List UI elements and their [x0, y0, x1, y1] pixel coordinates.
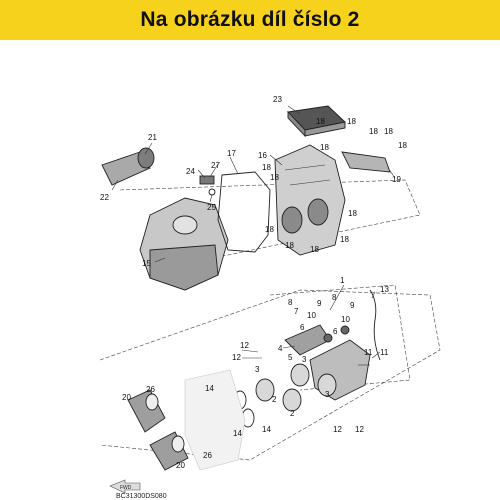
callout-8-b: 8 — [332, 293, 337, 302]
callout-24: 24 — [186, 167, 195, 176]
intake-duct — [101, 147, 155, 186]
callout-25: 25 — [207, 203, 216, 212]
callout-18-b: 18 — [347, 117, 356, 126]
callout-14-a: 14 — [205, 384, 214, 393]
callout-9-b: 9 — [350, 301, 355, 310]
callout-18-l: 18 — [285, 241, 294, 250]
airbox-cover-right — [274, 144, 346, 256]
callout-3-b: 3 — [302, 355, 307, 364]
callout-18-c: 18 — [369, 127, 378, 136]
callout-12-d: 12 — [355, 425, 364, 434]
callout-14-c: 14 — [233, 429, 242, 438]
callout-1: 1 — [340, 276, 345, 285]
callout-18-a: 18 — [316, 117, 325, 126]
callout-18-g: 18 — [262, 163, 271, 172]
callout-15: 15 — [142, 259, 151, 268]
callout-18-h: 18 — [270, 173, 279, 182]
callout-2-a: 2 — [272, 395, 277, 404]
airbox-gasket — [217, 171, 271, 253]
callout-9-a: 9 — [317, 299, 322, 308]
callout-13: 13 — [380, 285, 389, 294]
callout-18-e: 18 — [398, 141, 407, 150]
callout-18-d: 18 — [384, 127, 393, 136]
intake-funnels — [127, 389, 189, 471]
fwd-label: FWD — [120, 485, 132, 491]
callout-6-b: 6 — [333, 327, 338, 336]
callout-21: 21 — [148, 133, 157, 142]
callout-11-b: 11 — [380, 348, 389, 357]
exploded-parts-diagram: 23 21 22 17 27 24 25 16 15 18 18 18 18 1… — [99, 95, 441, 500]
forward-direction-icon: FWD — [109, 479, 141, 494]
callout-26-b: 26 — [203, 451, 212, 460]
callout-18-i: 18 — [348, 209, 357, 218]
callout-16: 16 — [258, 151, 267, 160]
intake-sensor — [199, 175, 216, 196]
callout-labels: 23 21 22 17 27 24 25 16 15 18 18 18 18 1… — [100, 95, 407, 470]
callout-18-k: 18 — [340, 235, 349, 244]
callout-2-b: 2 — [290, 409, 295, 418]
breather-hose — [369, 289, 381, 361]
callout-3-c: 3 — [325, 390, 330, 399]
callout-18-j: 18 — [265, 225, 274, 234]
air-filter-element — [287, 105, 346, 138]
callout-12-b: 12 — [232, 353, 241, 362]
callout-12-a: 12 — [240, 341, 249, 350]
lower-assembly-frame — [99, 289, 441, 461]
callout-18-f: 18 — [320, 143, 329, 152]
callout-14-b: 14 — [262, 425, 271, 434]
mounting-bracket — [341, 151, 391, 173]
intake-joint-rings — [233, 363, 337, 428]
callout-3-a: 3 — [255, 365, 260, 374]
callout-11-a: 11 — [364, 348, 373, 357]
callout-4: 4 — [278, 344, 283, 353]
drawing-code: BC31300DS080 — [116, 493, 167, 500]
callout-27: 27 — [211, 161, 220, 170]
callout-20-a: 20 — [122, 393, 131, 402]
callout-6-a: 6 — [300, 323, 305, 332]
engine-outline — [184, 369, 246, 471]
callout-26-a: 26 — [146, 385, 155, 394]
callout-22: 22 — [100, 193, 109, 202]
title-banner: Na obrázku díl číslo 2 — [0, 0, 500, 40]
airbox-case-left — [139, 197, 229, 291]
callout-20-b: 20 — [176, 461, 185, 470]
callout-12-c: 12 — [333, 425, 342, 434]
callout-10-b: 10 — [341, 315, 350, 324]
banner-title: Na obrázku díl číslo 2 — [140, 8, 360, 31]
leader-lines — [111, 105, 396, 366]
callout-18-m: 18 — [310, 245, 319, 254]
callout-8-a: 8 — [288, 298, 293, 307]
callout-19: 19 — [392, 175, 401, 184]
callout-23: 23 — [273, 95, 282, 104]
callout-5: 5 — [288, 353, 293, 362]
callout-7: 7 — [294, 307, 299, 316]
callout-17: 17 — [227, 149, 236, 158]
callout-10-a: 10 — [307, 311, 316, 320]
